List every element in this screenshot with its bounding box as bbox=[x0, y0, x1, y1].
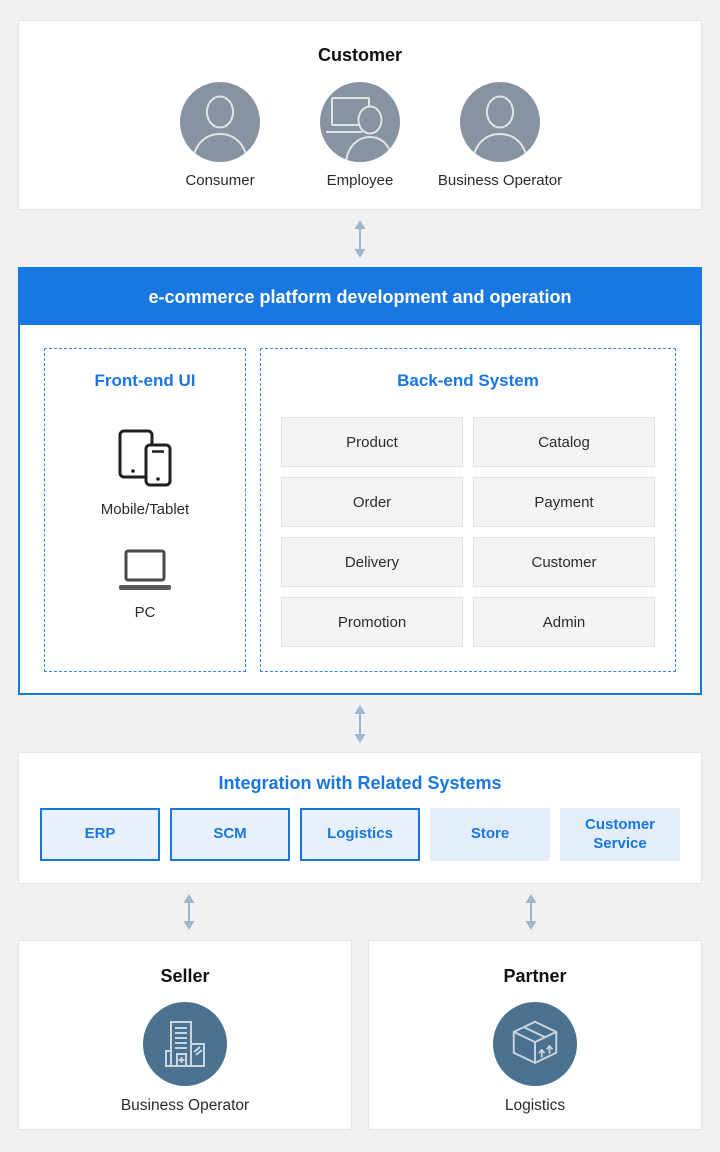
mobile-tablet-icon bbox=[45, 425, 245, 491]
seller-panel: Seller Business Operator bbox=[18, 940, 352, 1130]
frontend-title: Front-end UI bbox=[94, 371, 196, 390]
system-chip-logistics: Logistics bbox=[300, 808, 420, 861]
person-icon bbox=[460, 82, 540, 162]
platform-header: e-commerce platform development and oper… bbox=[20, 269, 700, 325]
partner-actor-label: Logistics bbox=[504, 1097, 566, 1114]
device-label: Mobile/Tablet bbox=[100, 501, 190, 518]
system-chip-erp: ERP bbox=[40, 808, 160, 861]
double-arrow-icon bbox=[353, 704, 367, 743]
person-monitor-icon bbox=[320, 82, 400, 162]
frontend-item-mobile-tablet: Mobile/Tablet bbox=[45, 425, 245, 518]
customer-actor-row: Consumer Employee bbox=[150, 82, 570, 189]
actor-business-operator: Business Operator bbox=[430, 82, 570, 189]
integration-panel: Integration with Related Systems ERP SCM… bbox=[18, 752, 702, 884]
backend-module: Order bbox=[281, 477, 463, 527]
platform-panel: e-commerce platform development and oper… bbox=[18, 267, 702, 695]
partner-title: Partner bbox=[503, 966, 567, 986]
seller-title: Seller bbox=[160, 966, 210, 986]
system-chip-customer-service: Customer Service bbox=[560, 808, 680, 861]
backend-title: Back-end System bbox=[397, 371, 539, 390]
customer-panel: Customer Consumer bbox=[18, 20, 702, 210]
platform-body: Front-end UI Mobile/Tablet bbox=[20, 325, 700, 693]
actor-consumer: Consumer bbox=[150, 82, 290, 189]
connector-integration-bottom bbox=[18, 884, 702, 940]
building-icon bbox=[143, 1002, 227, 1086]
backend-module: Delivery bbox=[281, 537, 463, 587]
backend-system-box: Back-end System Product Catalog Order Pa… bbox=[260, 348, 676, 672]
backend-module: Catalog bbox=[473, 417, 655, 467]
customer-panel-title: Customer bbox=[317, 45, 402, 65]
backend-module: Admin bbox=[473, 597, 655, 647]
partner-panel: Partner Logistics bbox=[368, 940, 702, 1130]
connector-platform-integration bbox=[18, 695, 702, 752]
double-arrow-icon bbox=[182, 894, 196, 930]
device-label: PC bbox=[134, 604, 156, 621]
actor-label: Business Operator bbox=[437, 172, 563, 189]
bottom-row: Seller Business Operator Partner bbox=[18, 940, 702, 1130]
actor-employee: Employee bbox=[290, 82, 430, 189]
person-icon bbox=[180, 82, 260, 162]
integration-title: Integration with Related Systems bbox=[218, 773, 502, 793]
double-arrow-icon bbox=[353, 219, 367, 258]
actor-label: Employee bbox=[326, 172, 394, 189]
backend-module: Payment bbox=[473, 477, 655, 527]
package-icon bbox=[493, 1002, 577, 1086]
seller-actor-label: Business Operator bbox=[120, 1097, 250, 1114]
system-chip-store: Store bbox=[430, 808, 550, 861]
integration-chip-row: ERP SCM Logistics Store Customer Service bbox=[19, 808, 701, 861]
frontend-item-pc: PC bbox=[45, 548, 245, 621]
actor-label: Consumer bbox=[185, 172, 255, 189]
system-chip-scm: SCM bbox=[170, 808, 290, 861]
backend-module-grid: Product Catalog Order Payment Delivery C… bbox=[281, 417, 655, 647]
backend-module: Customer bbox=[473, 537, 655, 587]
frontend-ui-box: Front-end UI Mobile/Tablet bbox=[44, 348, 246, 672]
backend-module: Promotion bbox=[281, 597, 463, 647]
backend-module: Product bbox=[281, 417, 463, 467]
laptop-icon bbox=[45, 548, 245, 594]
double-arrow-icon bbox=[524, 894, 538, 930]
connector-customer-platform bbox=[18, 210, 702, 267]
